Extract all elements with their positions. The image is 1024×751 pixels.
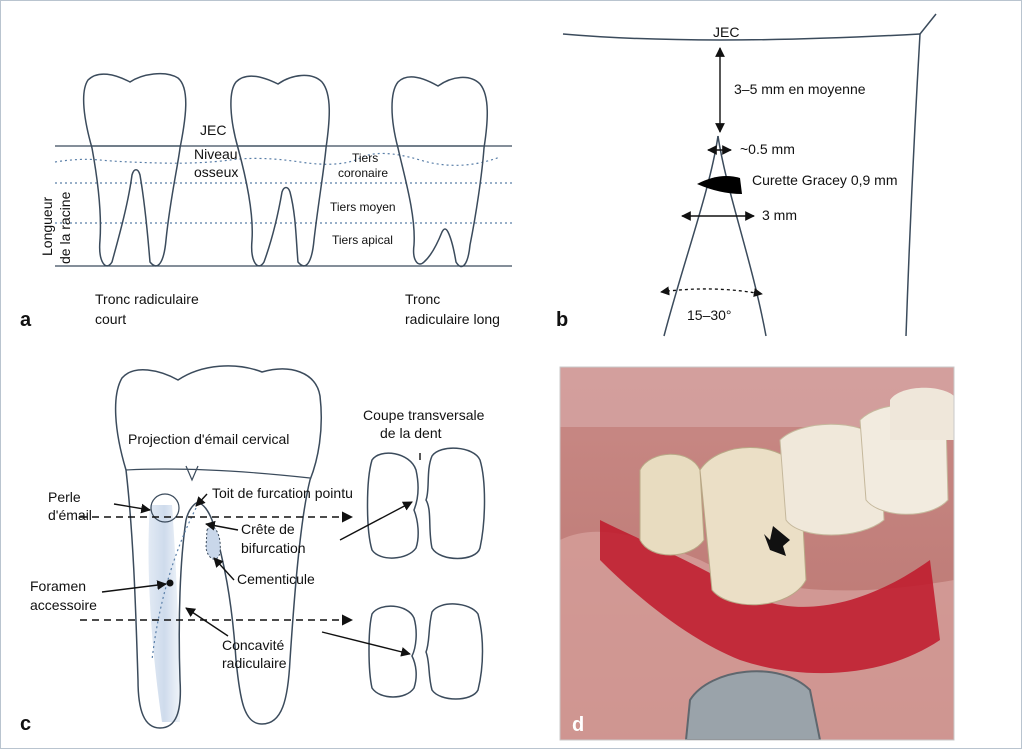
label-crete-2: bifurcation xyxy=(241,540,306,556)
label-jec-b: JEC xyxy=(713,24,739,40)
label-niveau-1: Niveau xyxy=(194,146,238,162)
label-longueur-2: de la racine xyxy=(57,191,73,264)
label-perle-1: Perle xyxy=(48,489,81,505)
arrow-cementicule xyxy=(213,557,235,581)
label-angle: 15–30° xyxy=(687,307,732,323)
label-tronc-long-2: radiculaire long xyxy=(405,311,500,327)
arrow-section-lower xyxy=(321,631,411,657)
label-tiers-moyen: Tiers moyen xyxy=(330,200,396,214)
cej-end xyxy=(919,13,937,35)
panel-b: JEC 3–5 mm en moyenne ~0.5 mm Curette Gr… xyxy=(556,13,937,337)
label-perle-2: d'émail xyxy=(48,507,92,523)
panel-letter-a: a xyxy=(20,309,32,331)
label-longueur-1: Longueur xyxy=(39,196,55,256)
label-crete-1: Crête de xyxy=(241,521,295,537)
photo-arrow xyxy=(764,526,790,556)
label-tronc-court-2: court xyxy=(95,311,126,327)
label-concavite-1: Concavité xyxy=(222,637,284,653)
label-concavite-2: radiculaire xyxy=(222,655,287,671)
cross-section-upper-left xyxy=(366,452,419,559)
enamel-projection xyxy=(185,465,199,482)
label-niveau-2: osseux xyxy=(194,164,238,180)
angle-arrow xyxy=(660,286,763,298)
bleeding-area xyxy=(600,520,940,674)
tooth-surface xyxy=(905,33,921,337)
label-tiers-apical: Tiers apical xyxy=(332,233,393,247)
bone-level-line xyxy=(54,152,501,166)
label-tronc-court-1: Tronc radiculaire xyxy=(95,291,199,307)
cross-section-upper-right xyxy=(425,447,486,560)
tooth-back xyxy=(890,387,954,440)
cross-section-lower-left xyxy=(368,605,417,698)
label-coupe-2: de la dent xyxy=(380,425,442,441)
arrow-concavite xyxy=(185,607,229,637)
label-cementicule: Cementicule xyxy=(237,571,315,587)
panel-c: Projection d'émail cervical Coupe transv… xyxy=(20,365,486,735)
surgical-instrument xyxy=(684,670,822,740)
tooth-center xyxy=(699,447,807,606)
tooth-left xyxy=(639,453,705,556)
cross-section-lower-right xyxy=(425,603,484,700)
label-curette: Curette Gracey 0,9 mm xyxy=(752,172,898,188)
tooth-right xyxy=(779,423,885,536)
cej-line-c xyxy=(125,468,311,479)
molar-outline xyxy=(114,365,323,729)
arrow-crete xyxy=(205,520,239,531)
label-jec-a: JEC xyxy=(200,122,226,138)
tooth-medium-trunk xyxy=(230,74,331,267)
label-toit: Toit de furcation pointu xyxy=(212,485,353,501)
arrow-section-upper xyxy=(339,501,413,541)
pocket-wall-right xyxy=(717,135,767,337)
label-tiers-coronaire-1: Tiers xyxy=(352,151,378,165)
root-concavity-line xyxy=(151,507,197,661)
label-width-mid: 3 mm xyxy=(762,207,797,223)
arrow-perle xyxy=(113,503,151,514)
panel-d-photo: d xyxy=(559,366,955,741)
label-foramen-2: accessoire xyxy=(30,597,97,613)
label-foramen-1: Foramen xyxy=(30,578,86,594)
label-coupe-1: Coupe transversale xyxy=(363,407,485,423)
label-distance: 3–5 mm en moyenne xyxy=(734,81,866,97)
panel-letter-b: b xyxy=(556,309,568,331)
curette-tip xyxy=(697,176,742,194)
tooth-long-trunk xyxy=(391,76,489,268)
panel-letter-d: d xyxy=(572,714,584,736)
arrow-toit xyxy=(195,493,208,507)
label-projection: Projection d'émail cervical xyxy=(128,431,289,447)
tooth-short-trunk xyxy=(82,72,187,267)
arrow-foramen xyxy=(101,580,167,593)
label-tiers-coronaire-2: coronaire xyxy=(338,166,388,180)
cementicle xyxy=(205,526,221,560)
accessory-foramen xyxy=(166,579,174,587)
label-tronc-long-1: Tronc xyxy=(405,291,440,307)
root-shading xyxy=(148,505,180,722)
panel-a: JEC Niveau osseux Longueur de la racine … xyxy=(20,72,512,331)
panel-letter-c: c xyxy=(20,713,31,735)
cej-curve xyxy=(562,33,921,41)
enamel-pearl xyxy=(150,493,180,523)
pocket-wall-left xyxy=(663,135,719,337)
label-width-top: ~0.5 mm xyxy=(740,141,795,157)
